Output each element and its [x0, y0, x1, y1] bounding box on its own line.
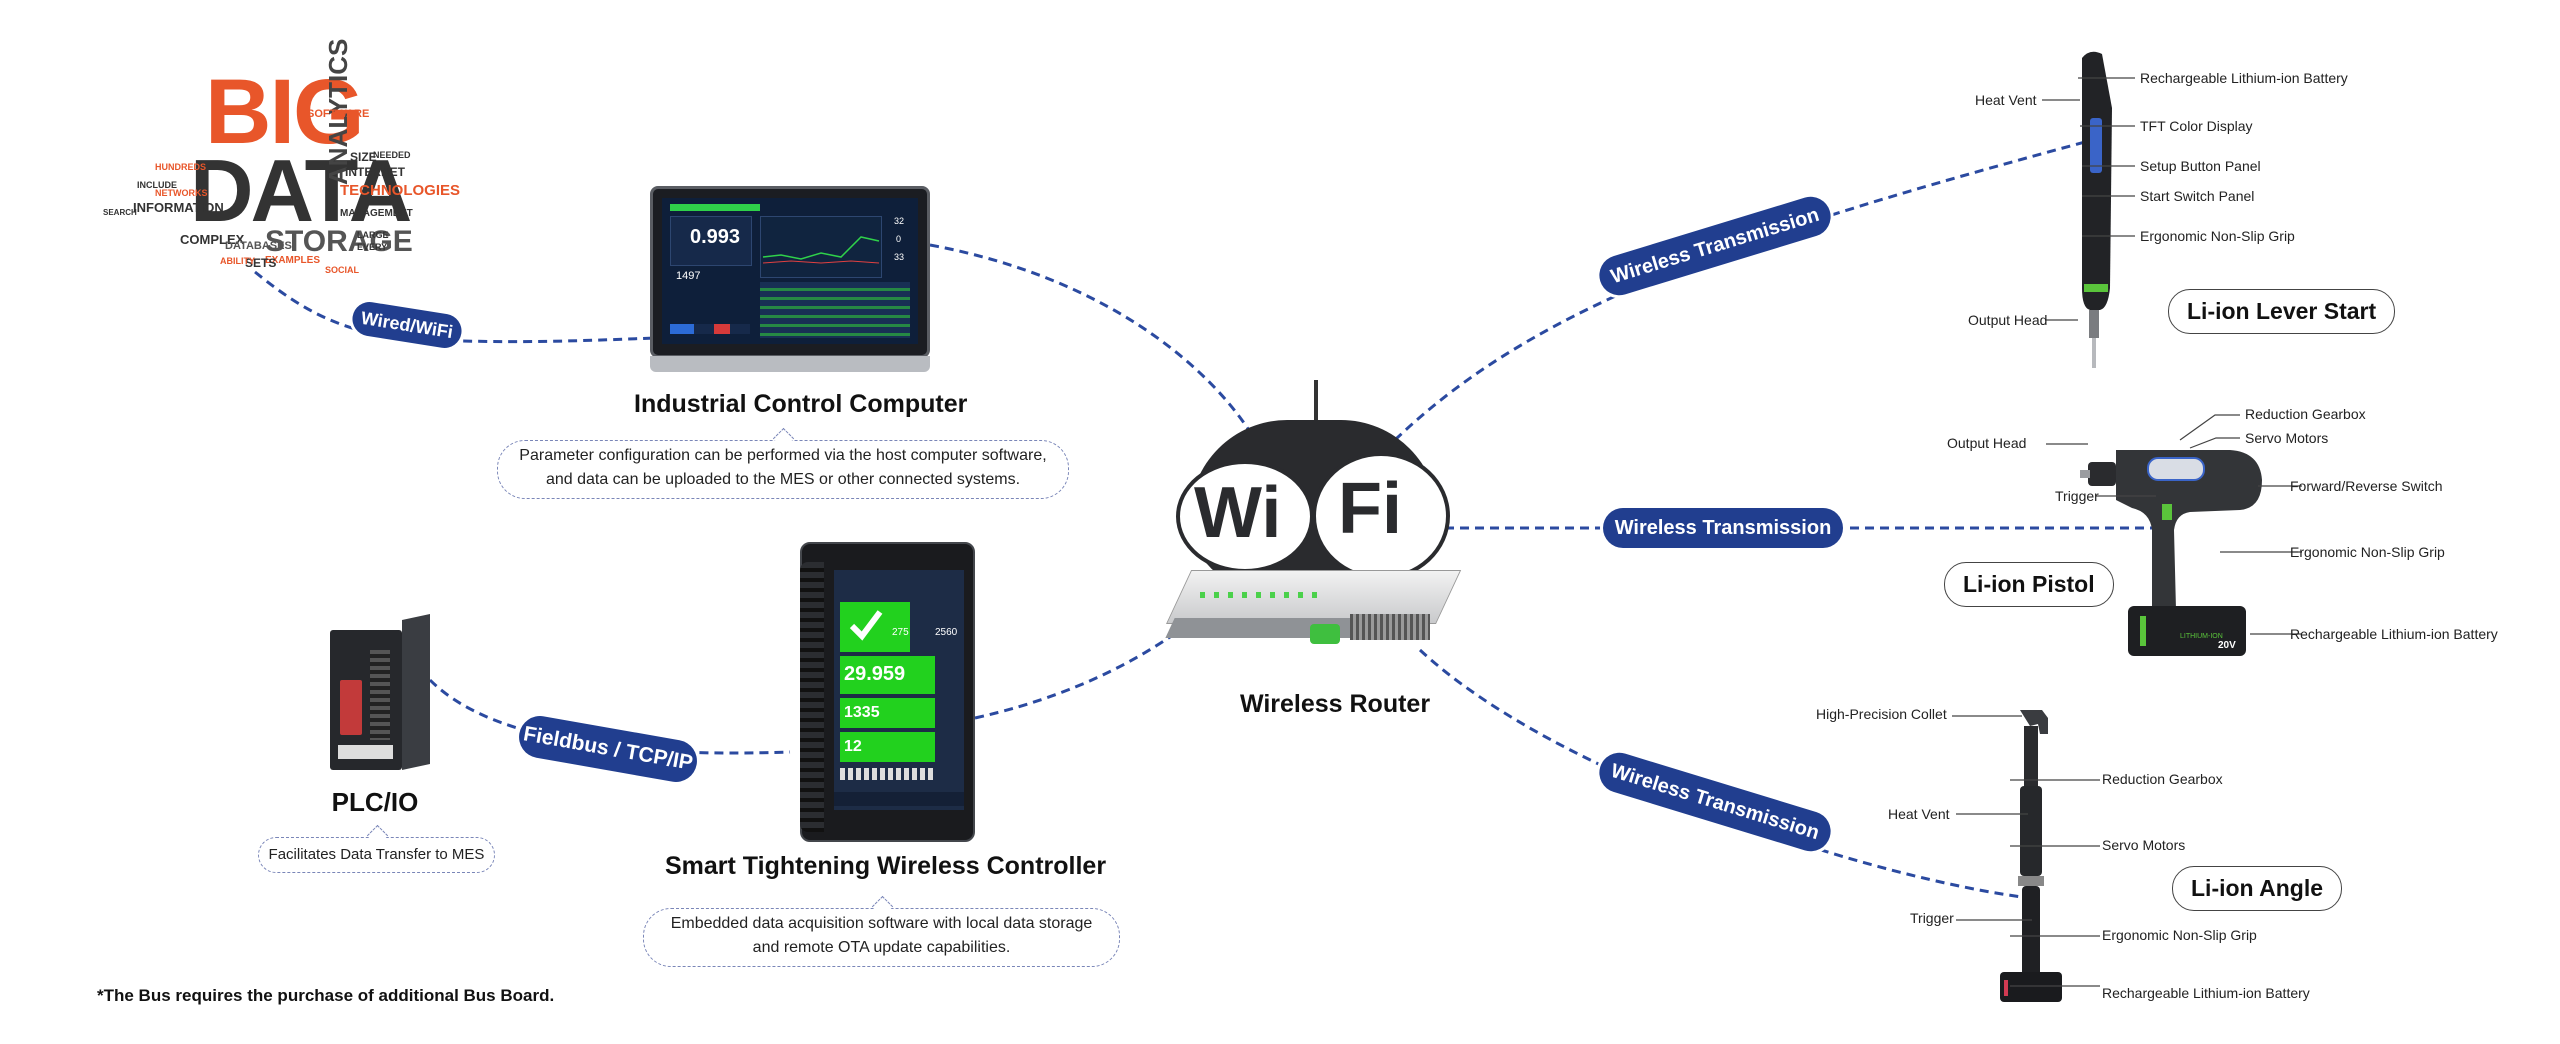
controller-desc-line1: Embedded data acquisition software with … — [670, 915, 1093, 932]
computer-screen-side-2: 0 — [896, 234, 902, 244]
smart-controller-title: Smart Tightening Wireless Controller — [665, 852, 1107, 880]
wire-router-angle — [1418, 648, 2031, 900]
angle-tool-image — [2000, 710, 2062, 1002]
wordcloud-word: SEARCH — [103, 208, 137, 217]
pistol-battery-text: LITHIUM-ION — [2180, 633, 2223, 640]
angle-heat-vent-label: Heat Vent — [1888, 806, 1950, 822]
lever-grip-label: Ergonomic Non-Slip Grip — [2140, 228, 2295, 244]
lever-output-label: Output Head — [1968, 312, 2048, 328]
industrial-computer-title: Industrial Control Computer — [634, 390, 968, 418]
wordcloud-word: INFORMATION — [133, 200, 224, 215]
angle-name-bubble: Li-ion Angle — [2172, 866, 2343, 911]
big-data-wordcloud: BIG DATA ANALYTICS STORAGE TECHNOLOGIES … — [95, 39, 460, 275]
wordcloud-word: EVERY — [357, 242, 388, 252]
lever-heat-vent-label: Heat Vent — [1975, 92, 2037, 108]
smart-controller-desc: Embedded data acquisition software with … — [643, 895, 1120, 967]
angle-battery-label: Rechargeable Lithium-ion Battery — [2102, 985, 2310, 1001]
pistol-battery-label: Rechargeable Lithium-ion Battery — [2290, 626, 2498, 642]
wordcloud-word: NEEDED — [373, 150, 411, 160]
lever-setup-label: Setup Button Panel — [2140, 158, 2261, 174]
router-wifi-left: Wi — [1194, 473, 1282, 553]
controller-screen-b: 2560 — [935, 627, 958, 638]
computer-desc-line1: Parameter configuration can be performed… — [519, 447, 1047, 464]
lever-start-name-bubble: Li-ion Lever Start — [2168, 289, 2396, 334]
wordcloud-word: MANAGEMENT — [340, 208, 413, 219]
angle-grip-label: Ergonomic Non-Slip Grip — [2102, 927, 2257, 943]
wordcloud-word: SIZE — [350, 150, 377, 164]
lever-callout-lines — [2042, 77, 2135, 321]
computer-desc-line2: and data can be uploaded to the MES or o… — [545, 471, 1021, 488]
wordcloud-word: TECHNOLOGIES — [340, 182, 461, 199]
wordcloud-word: NETWORKS — [155, 188, 208, 198]
wordcloud-word: INTERNET — [345, 165, 405, 179]
angle-trigger-label: Trigger — [1910, 910, 1954, 926]
pistol-switch-label: Forward/Reverse Switch — [2290, 478, 2443, 494]
wordcloud-word: SETS — [245, 256, 277, 270]
industrial-computer-desc: Parameter configuration can be performed… — [497, 427, 1069, 499]
wordcloud-word: INCLUDE — [137, 180, 177, 190]
angle-callout-lines — [1952, 715, 2100, 987]
pistol-output-label: Output Head — [1947, 435, 2027, 451]
controller-desc-line2: and remote OTA update capabilities. — [752, 939, 1011, 956]
lever-battery-label: Rechargeable Lithium-ion Battery — [2140, 70, 2348, 86]
computer-screen-value: 0.993 — [690, 226, 741, 248]
plc-desc-text: Facilitates Data Transfer to MES — [268, 846, 485, 863]
wordcloud-word: STORAGE — [265, 225, 413, 258]
controller-screen-a: 275 — [892, 627, 909, 638]
wordcloud-word: LARGE — [357, 230, 389, 240]
controller-screen-angle: 1335 — [844, 704, 880, 721]
industrial-computer-image: 0.993 1497 32 0 33 — [650, 186, 930, 372]
computer-screen-count: 1497 — [676, 270, 701, 282]
pistol-grip-label: Ergonomic Non-Slip Grip — [2290, 544, 2445, 560]
wordcloud-word: HUNDREDS — [155, 162, 207, 172]
angle-gearbox-label: Reduction Gearbox — [2102, 771, 2223, 787]
computer-screen-side-3: 33 — [894, 252, 905, 262]
wordcloud-word: ABILITY — [220, 256, 255, 266]
plc-io-image — [330, 614, 430, 775]
wordcloud-big: BIG — [205, 61, 365, 163]
wordcloud-word: DATABASES — [225, 240, 292, 252]
lever-start-tool-image — [2082, 51, 2112, 368]
pistol-gearbox-label: Reduction Gearbox — [2245, 406, 2366, 422]
wordcloud-word: EXAMPLES — [265, 255, 321, 266]
plc-io-title: PLC/IO — [331, 787, 419, 817]
wordcloud-word: COMPLEX — [180, 232, 245, 247]
smart-controller-image: 275 2560 29.959 1335 12 — [800, 542, 975, 842]
plc-io-desc: Facilitates Data Transfer to MES — [258, 824, 495, 873]
wireless-transmission-label-pistol: Wireless Transmission — [1603, 508, 1843, 548]
computer-screen-side-1: 32 — [894, 216, 905, 226]
wireless-router-title: Wireless Router — [1239, 690, 1431, 718]
router-wifi-right: Fi — [1338, 469, 1402, 549]
wordcloud-word: SOCIAL — [325, 265, 360, 275]
wordcloud-word: SOFTWARE — [307, 108, 370, 120]
pistol-callout-lines — [2046, 414, 2302, 635]
lever-start-label: Start Switch Panel — [2140, 188, 2255, 204]
angle-servo-label: Servo Motors — [2102, 837, 2186, 853]
lever-tft-label: TFT Color Display — [2140, 118, 2253, 134]
wireless-router-image: Wi Fi — [1160, 380, 1462, 670]
controller-screen-torque: 29.959 — [844, 663, 906, 685]
pistol-trigger-label: Trigger — [2055, 488, 2099, 504]
pistol-voltage: 20V — [2218, 640, 2236, 651]
wordcloud-data: DATA — [190, 141, 412, 240]
footnote: *The Bus requires the purchase of additi… — [97, 986, 555, 1005]
controller-screen-count: 12 — [844, 738, 862, 755]
angle-collet-label: High-Precision Collet — [1816, 706, 1947, 722]
pistol-servo-label: Servo Motors — [2245, 430, 2329, 446]
wire-router-lever — [1393, 140, 2086, 442]
pistol-name-bubble: Li-ion Pistol — [1944, 562, 2114, 607]
pistol-tool-image: LITHIUM-ION 20V — [2080, 450, 2262, 656]
